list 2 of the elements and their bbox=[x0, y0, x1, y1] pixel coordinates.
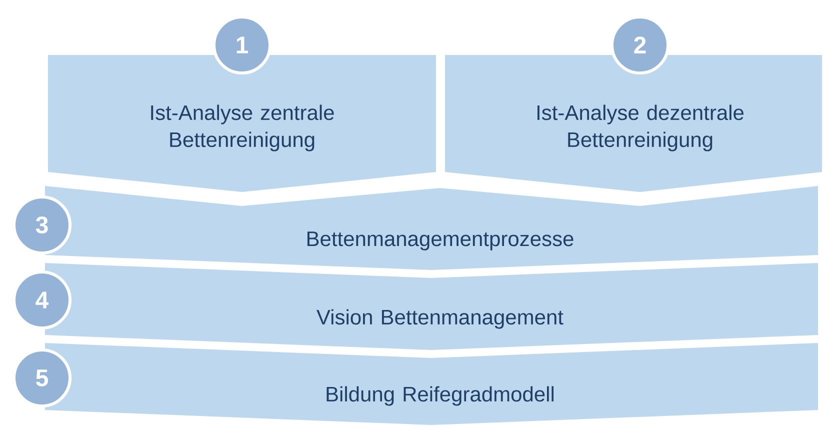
chevron-band: Ist-Analyse zentrale Bettenreinigung bbox=[48, 55, 436, 192]
chevron-band: Ist-Analyse dezentrale Bettenreinigung bbox=[445, 55, 822, 192]
